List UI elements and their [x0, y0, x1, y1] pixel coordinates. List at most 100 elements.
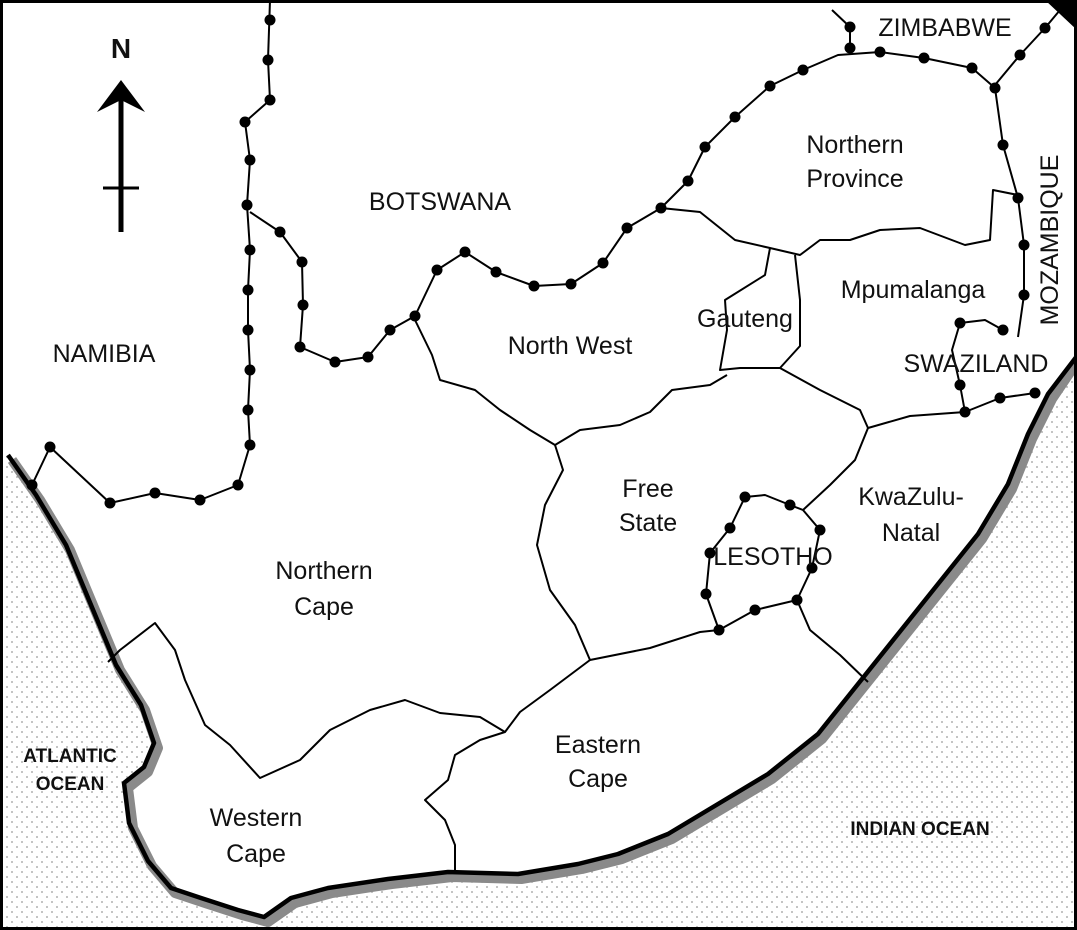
border-dot [459, 246, 471, 258]
border-dot [682, 175, 694, 187]
corner-wedge [1045, 0, 1077, 30]
label-lesotho: LESOTHO [713, 543, 832, 571]
border-dot [1018, 239, 1030, 251]
border-dot [244, 244, 256, 256]
border-dot [844, 42, 856, 54]
botswana-border [249, 51, 1025, 363]
border-dot [104, 497, 116, 509]
border-dot [997, 139, 1009, 151]
border-mpumalanga [779, 367, 966, 429]
border-dot [244, 154, 256, 166]
border-dot [239, 116, 251, 128]
border-dot [621, 222, 633, 234]
label-northern-cape-1: Northern [275, 557, 372, 585]
border-dot [194, 494, 206, 506]
label-western-cape-1: Western [210, 804, 303, 832]
border-dot [597, 257, 609, 269]
border-dot [994, 392, 1006, 404]
border-dot [954, 317, 966, 329]
border-dot [966, 62, 978, 74]
border-dot [262, 54, 274, 66]
border-dot [329, 356, 341, 368]
border-dot [294, 341, 306, 353]
border-dot [1018, 289, 1030, 301]
border-dot [797, 64, 809, 76]
label-kwazulu-natal-2: Natal [882, 519, 940, 547]
border-dot [242, 324, 254, 336]
border-dot [242, 284, 254, 296]
label-western-cape-2: Cape [226, 840, 286, 868]
north-label: N [111, 33, 131, 64]
border-dot [844, 21, 856, 33]
border-dot [362, 351, 374, 363]
label-free-state-1: Free [622, 475, 673, 503]
border-dot [1014, 49, 1026, 61]
border-dot [264, 14, 276, 26]
border-dot [1029, 387, 1041, 399]
border-kwazulu [796, 427, 869, 683]
border-dot [244, 364, 256, 376]
border-dot [26, 479, 38, 491]
border-dot [244, 439, 256, 451]
border-free-state [536, 444, 720, 661]
border-northern-cape [107, 622, 591, 779]
label-free-state-2: State [619, 509, 677, 537]
label-zimbabwe: ZIMBABWE [878, 14, 1011, 42]
label-gauteng: Gauteng [697, 305, 793, 333]
border-dot [729, 111, 741, 123]
label-north-west: North West [508, 332, 633, 360]
label-indian-ocean: INDIAN OCEAN [850, 819, 989, 840]
border-dot [242, 404, 254, 416]
border-dot [724, 522, 736, 534]
border-dot [264, 94, 276, 106]
border-dot [384, 324, 396, 336]
border-dot [232, 479, 244, 491]
label-northern-cape-2: Cape [294, 593, 354, 621]
border-northern-province [660, 189, 1019, 256]
border-dot [490, 266, 502, 278]
border-dot [274, 226, 286, 238]
border-dot [528, 280, 540, 292]
border-dot [699, 141, 711, 153]
label-eastern-cape-2: Cape [568, 765, 628, 793]
border-dot [409, 310, 421, 322]
label-kwazulu-natal-1: KwaZulu- [858, 483, 964, 511]
border-dot [296, 256, 308, 268]
border-dot [700, 588, 712, 600]
border-dot [918, 52, 930, 64]
border-dot [431, 264, 443, 276]
border-dot [1039, 22, 1051, 34]
border-dot [565, 278, 577, 290]
border-dot [44, 441, 56, 453]
label-atlantic-ocean-2: OCEAN [36, 774, 105, 795]
label-northern-province-2: Province [806, 165, 903, 193]
label-northern-province-1: Northern [806, 131, 903, 159]
international-border-dots [26, 14, 1051, 636]
border-dot [874, 46, 886, 58]
coastline [6, 354, 1077, 920]
label-botswana: BOTSWANA [369, 188, 511, 216]
label-mozambique: MOZAMBIQUE [1036, 155, 1064, 326]
border-gauteng [719, 247, 801, 371]
border-dot [814, 524, 826, 536]
sea-area [0, 360, 1077, 930]
label-atlantic-ocean-1: ATLANTIC [23, 746, 117, 767]
border-dot [297, 299, 309, 311]
label-swaziland: SWAZILAND [904, 350, 1049, 378]
swaziland-border [951, 319, 1036, 413]
border-eastern-cape [424, 731, 506, 872]
label-mpumalanga: Mpumalanga [841, 276, 986, 304]
label-eastern-cape-1: Eastern [555, 731, 641, 759]
label-namibia: NAMIBIA [53, 340, 156, 368]
north-arrow [97, 80, 145, 232]
border-dot [784, 499, 796, 511]
border-dot [749, 604, 761, 616]
border-dot [954, 379, 966, 391]
border-dot [149, 487, 161, 499]
border-dot [241, 199, 253, 211]
border-dot [704, 547, 716, 559]
border-dot [764, 80, 776, 92]
border-dot [989, 82, 1001, 94]
